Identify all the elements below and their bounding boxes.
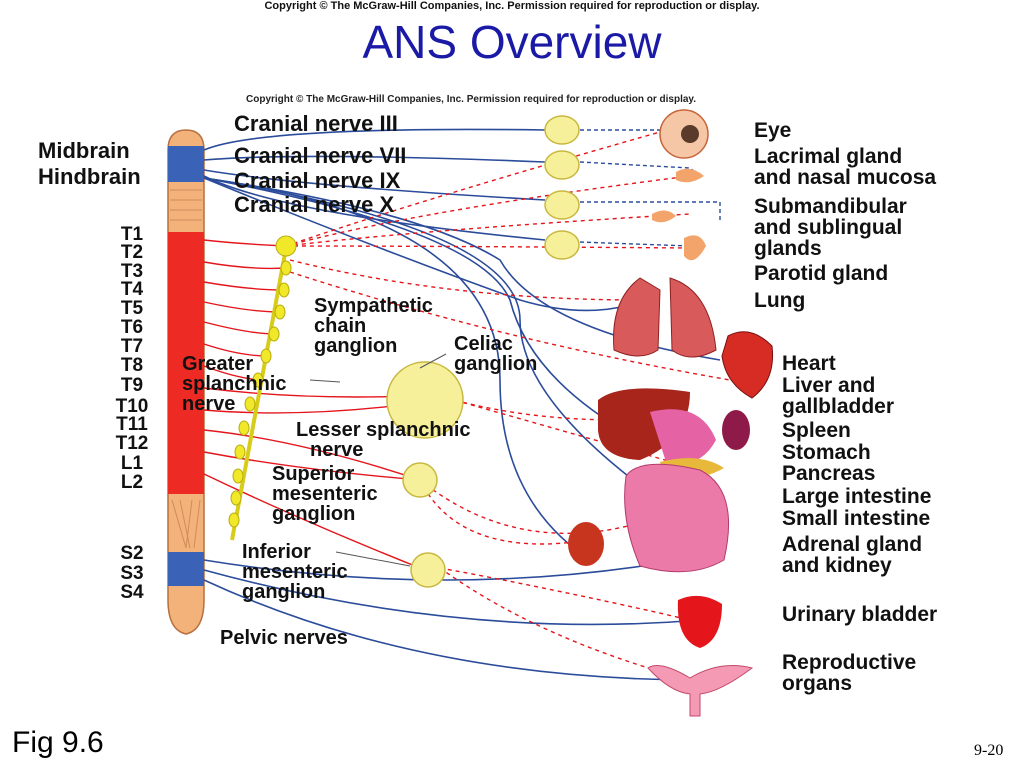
submandibular-gland-icon: [652, 210, 676, 223]
spinal-cord: [167, 129, 205, 635]
sacral-region: [168, 552, 204, 586]
label-lesser-splanchnic: Lesser splanchnic nerve: [296, 419, 471, 461]
ganglia: [386, 115, 580, 588]
label-level: S4: [120, 582, 144, 603]
superior-mesenteric-circle: [402, 462, 438, 498]
label-inferior-mesenteric: Inferior mesenteric ganglion: [242, 541, 348, 603]
header-copyright: Copyright © The McGraw-Hill Companies, I…: [264, 0, 760, 12]
label-small-intestine: Small intestine: [782, 507, 931, 530]
label-level: T3: [120, 261, 144, 282]
label-stomach: Stomach: [782, 441, 871, 464]
label-level: T10: [115, 396, 149, 417]
kidney-icon: [568, 522, 604, 566]
label-adrenal: Adrenal gland and kidney: [782, 533, 923, 577]
label-celiac-ganglion: Celiac ganglion: [454, 333, 538, 375]
label-level: T2: [120, 242, 144, 263]
label-midbrain: Midbrain: [38, 138, 130, 163]
lung-right-icon: [669, 277, 717, 358]
label-cranial-nerve-iii: Cranial nerve III: [234, 111, 398, 136]
intestine-icon: [624, 463, 730, 573]
slide-title: ANS Overview: [362, 16, 662, 68]
label-pelvic-nerves: Pelvic nerves: [220, 627, 348, 649]
label-large-intestine: Large intestine: [782, 485, 932, 508]
label-liver: Liver and gallbladder: [782, 374, 895, 418]
label-level: L2: [120, 472, 144, 493]
ciliary-ganglion: [544, 115, 580, 145]
label-lacrimal: Lacrimal gland and nasal mucosa: [754, 145, 937, 189]
label-cranial-nerve-ix: Cranial nerve IX: [234, 168, 401, 193]
label-greater-splanchnic: Greater splanchnic nerve: [182, 353, 287, 415]
label-parotid: Parotid gland: [754, 262, 889, 285]
bladder-icon: [677, 595, 722, 648]
parasympathetic-postganglionic: [579, 129, 721, 247]
label-heart: Heart: [782, 352, 836, 375]
reproductive-organs-icon: [647, 665, 754, 717]
label-level: S2: [120, 543, 144, 564]
label-level: T5: [120, 298, 144, 319]
label-level: T12: [115, 433, 149, 454]
organ-shapes: [568, 109, 774, 717]
thoracolumbar-region: [168, 232, 204, 494]
spleen-icon: [722, 410, 750, 450]
inferior-mesenteric-circle: [410, 552, 446, 588]
label-level: L1: [120, 453, 144, 474]
submandibular-ganglion: [544, 190, 580, 220]
lacrimal-gland-icon: [676, 168, 704, 183]
label-level: T1: [120, 224, 144, 245]
parotid-gland-icon: [684, 235, 706, 261]
sympathetic-chain: [228, 235, 297, 541]
label-level: T11: [116, 414, 148, 435]
heart-icon: [721, 331, 774, 399]
pterygopalatine-ganglion: [544, 150, 580, 180]
label-submandibular: Submandibular and sublingual glands: [754, 195, 907, 260]
label-pancreas: Pancreas: [782, 462, 876, 485]
celiac-ganglion-circle: [386, 361, 464, 439]
pupil-icon: [681, 125, 699, 143]
label-sympathetic-chain: Sympathetic chain ganglion: [314, 295, 433, 357]
label-level: T8: [120, 355, 144, 376]
label-level: T4: [120, 279, 144, 300]
label-reproductive: Reproductive organs: [782, 651, 917, 695]
label-eye: Eye: [754, 119, 792, 142]
leader-lines: [309, 353, 447, 567]
label-bladder: Urinary bladder: [782, 603, 938, 626]
otic-ganglion: [544, 230, 580, 260]
figure-copyright: Copyright © The McGraw-Hill Companies, I…: [246, 94, 697, 105]
label-level: S3: [120, 563, 144, 584]
label-spleen: Spleen: [782, 419, 851, 442]
page-number: 9-20: [974, 742, 1004, 759]
lung-left-icon: [613, 277, 661, 357]
label-hindbrain: Hindbrain: [38, 164, 141, 189]
label-superior-mesenteric: Superior mesenteric ganglion: [272, 463, 378, 525]
stomach-icon: [650, 409, 716, 464]
label-level: T9: [120, 375, 144, 396]
label-lung: Lung: [754, 289, 806, 312]
figure-number: Fig 9.6: [12, 726, 104, 759]
sympathetic-postganglionic: [285, 131, 731, 681]
label-level: T7: [120, 336, 144, 357]
brainstem-region: [168, 146, 204, 182]
label-cranial-nerve-vii: Cranial nerve VII: [234, 143, 407, 168]
label-cranial-nerve-x: Cranial nerve X: [234, 192, 395, 217]
label-level: T6: [120, 317, 144, 338]
